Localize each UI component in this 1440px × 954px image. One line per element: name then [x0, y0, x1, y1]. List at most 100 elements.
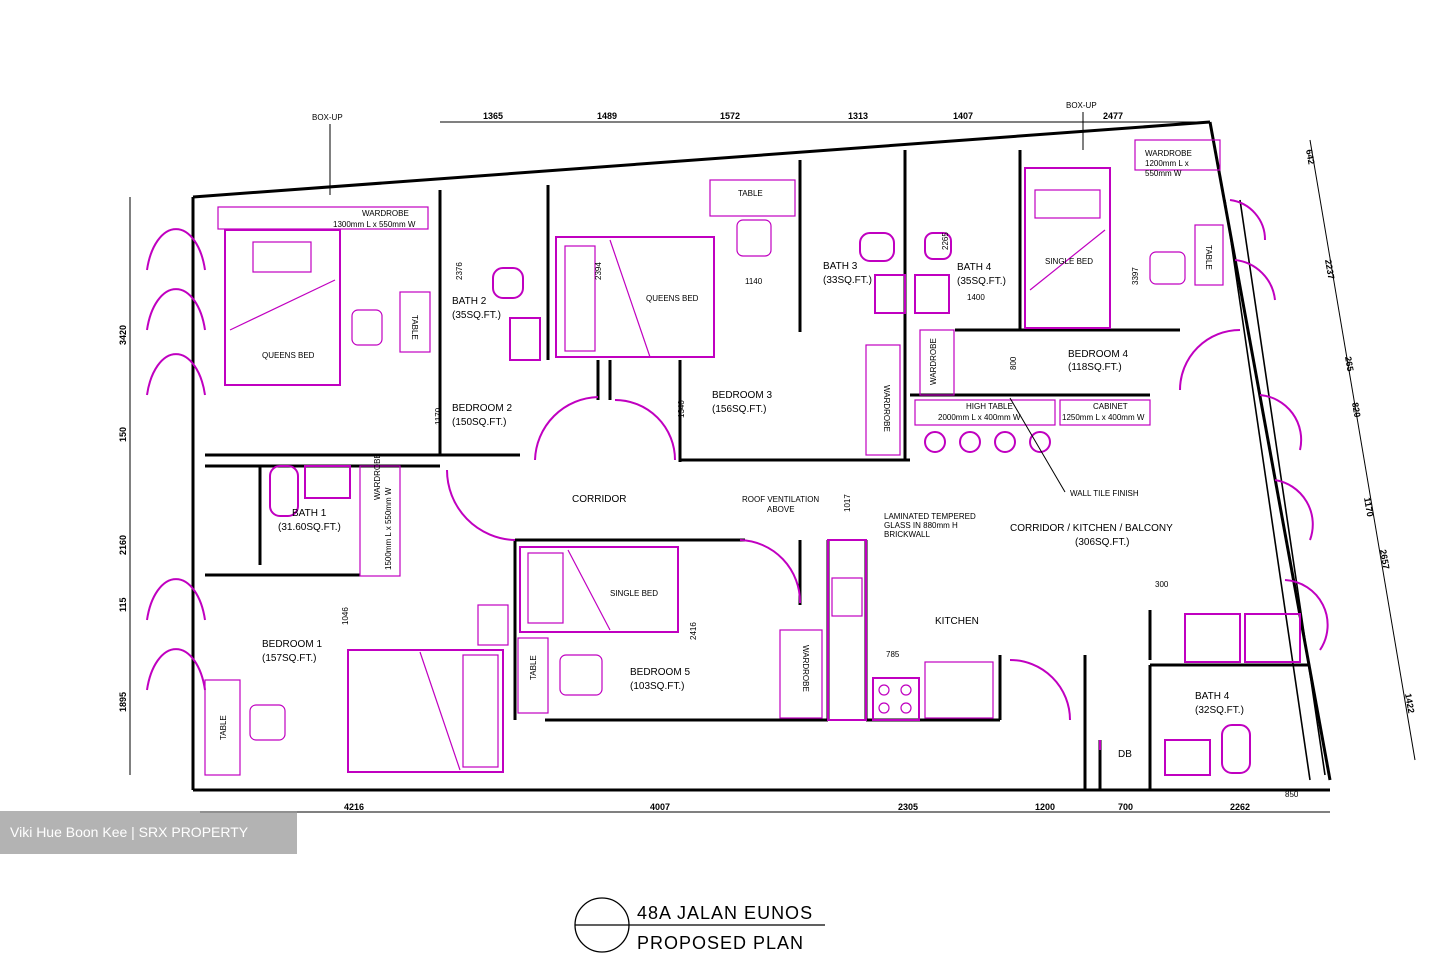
- dim-right-7: 1422: [1403, 693, 1416, 714]
- bath4a-area: (35SQ.FT.): [957, 276, 1006, 287]
- queens-bed-label-1: QUEENS BED: [262, 351, 315, 360]
- cabinet-label: CABINET: [1093, 402, 1128, 411]
- bedroom2-area: (150SQ.FT.): [452, 417, 506, 428]
- interior-walls: [205, 150, 1310, 790]
- dim-bottom-1: 4216: [344, 802, 364, 812]
- queens-bed-label-2: QUEENS BED: [646, 294, 699, 303]
- outer-walls: [191, 120, 1332, 792]
- dim-1340: 1340: [677, 400, 686, 418]
- dim-785: 785: [886, 650, 900, 659]
- dim-1140: 1140: [745, 277, 763, 286]
- dim-right-4: 820: [1350, 402, 1362, 419]
- dim-top-6: 2477: [1103, 111, 1123, 121]
- wardrobe-label-1: WARDROBE: [362, 209, 409, 218]
- bedroom4-name: BEDROOM 4: [1068, 349, 1128, 360]
- bedroom3-name: BEDROOM 3: [712, 390, 772, 401]
- glass-label-c: BRICKWALL: [884, 530, 930, 539]
- dim-right-1: 642: [1304, 149, 1316, 166]
- wardrobe-label-5: WARDROBE: [929, 338, 938, 385]
- bath4a-name: BATH 4: [957, 262, 992, 273]
- dim-2416: 2416: [689, 622, 698, 640]
- wardrobe-label-2: WARDROBE: [1145, 149, 1192, 158]
- bath1-name: BATH 1: [292, 508, 327, 519]
- furniture-labels: QUEENS BED QUEENS BED SINGLE BED SINGLE …: [219, 101, 1213, 740]
- kitchen-label: KITCHEN: [935, 616, 979, 627]
- dim-1017: 1017: [843, 494, 852, 512]
- bedroom4-area: (118SQ.FT.): [1068, 362, 1122, 373]
- dim-bottom-4: 1200: [1035, 802, 1055, 812]
- bedroom1-name: BEDROOM 1: [262, 639, 322, 650]
- wall-tile-label: WALL TILE FINISH: [1070, 489, 1139, 498]
- furniture: [204, 139, 1301, 776]
- dim-right-6: 2657: [1378, 549, 1391, 570]
- bath4b-area: (32SQ.FT.): [1195, 705, 1244, 716]
- bedroom5-area: (103SQ.FT.): [630, 681, 684, 692]
- dim-850: 850: [1285, 790, 1299, 799]
- table-label-4: TABLE: [529, 655, 538, 680]
- dim-right-3: 265: [1343, 356, 1355, 373]
- wardrobe-size-2b: 550mm W: [1145, 169, 1182, 178]
- roof-vent-label-b: ABOVE: [767, 505, 795, 514]
- single-bed-label-2: SINGLE BED: [610, 589, 658, 598]
- table-label-1: TABLE: [410, 315, 419, 340]
- dims-right: 642 2237 265 820 1170 2657 1422: [1304, 149, 1416, 714]
- wardrobe-label-3: WARDROBE: [373, 453, 382, 500]
- dim-1170: 1170: [434, 407, 443, 425]
- bath4b-name: BATH 4: [1195, 691, 1230, 702]
- wardrobe-size-2a: 1200mm L x: [1145, 159, 1189, 168]
- box-up-label-1: BOX-UP: [312, 113, 343, 122]
- glass-label-b: GLASS IN 880mm H: [884, 521, 958, 530]
- dim-bottom-2: 4007: [650, 802, 670, 812]
- dim-left-1: 3420: [118, 325, 128, 345]
- dimension-lines: [129, 121, 1416, 813]
- dims-bottom: 4216 4007 2305 1200 700 2262: [344, 802, 1250, 812]
- wardrobe-size-1: 1300mm L x 550mm W: [333, 220, 416, 229]
- table-label-2: TABLE: [738, 189, 763, 198]
- dim-left-3: 2160: [118, 535, 128, 555]
- dim-left-4: 115: [118, 597, 128, 612]
- dim-top-1: 1365: [483, 111, 503, 121]
- bath2-name: BATH 2: [452, 296, 487, 307]
- notes: ROOF VENTILATION ABOVE LAMINATED TEMPERE…: [742, 397, 1139, 539]
- table-label-3: TABLE: [1204, 245, 1213, 270]
- bath3-area: (33SQ.FT.): [823, 275, 872, 286]
- dim-right-2: 2237: [1323, 259, 1336, 280]
- dim-300: 300: [1155, 580, 1169, 589]
- dim-top-2: 1489: [597, 111, 617, 121]
- box-up-label-2: BOX-UP: [1066, 101, 1097, 110]
- dim-1400: 1400: [967, 293, 985, 302]
- bath1-area: (31.60SQ.FT.): [278, 522, 341, 533]
- bedroom3-area: (156SQ.FT.): [712, 404, 766, 415]
- wardrobe-label-4: WARDROBE: [882, 385, 891, 432]
- dim-bottom-5: 700: [1118, 802, 1133, 812]
- dim-800: 800: [1009, 356, 1018, 370]
- dim-left-2: 150: [118, 427, 128, 442]
- ckb-area: (306SQ.FT.): [1075, 537, 1129, 548]
- dim-left-5: 1895: [118, 692, 128, 712]
- bath3-name: BATH 3: [823, 261, 858, 272]
- watermark-text: Viki Hue Boon Kee | SRX PROPERTY: [10, 824, 249, 840]
- dims-left: 3420 150 2160 115 1895: [118, 325, 128, 712]
- room-labels: BEDROOM 1 (157SQ.FT.) BEDROOM 2 (150SQ.F…: [262, 261, 1244, 760]
- title-line-2: PROPOSED PLAN: [637, 933, 804, 953]
- dim-3397: 3397: [1131, 267, 1140, 285]
- dims-misc: 2376 2394 1140 3397 1400 800 1170 1340 1…: [341, 232, 1299, 799]
- wardrobe-size-3: 1500mm L x 550mm W: [384, 487, 393, 570]
- dim-2376: 2376: [455, 262, 464, 280]
- dim-top-3: 1572: [720, 111, 740, 121]
- bath2-area: (35SQ.FT.): [452, 310, 501, 321]
- db-label: DB: [1118, 749, 1132, 760]
- cabinet-size: 1250mm L x 400mm W: [1062, 413, 1145, 422]
- single-bed-label-1: SINGLE BED: [1045, 257, 1093, 266]
- dim-2265: 2265: [941, 232, 950, 250]
- dim-top-5: 1407: [953, 111, 973, 121]
- corridor-label: CORRIDOR: [572, 494, 626, 505]
- glass-label-a: LAMINATED TEMPERED: [884, 512, 976, 521]
- bedroom5-name: BEDROOM 5: [630, 667, 690, 678]
- bedroom1-area: (157SQ.FT.): [262, 653, 316, 664]
- dim-top-4: 1313: [848, 111, 868, 121]
- dim-bottom-6: 2262: [1230, 802, 1250, 812]
- watermark-bar: Viki Hue Boon Kee | SRX PROPERTY: [0, 811, 297, 854]
- doors: [146, 199, 1329, 750]
